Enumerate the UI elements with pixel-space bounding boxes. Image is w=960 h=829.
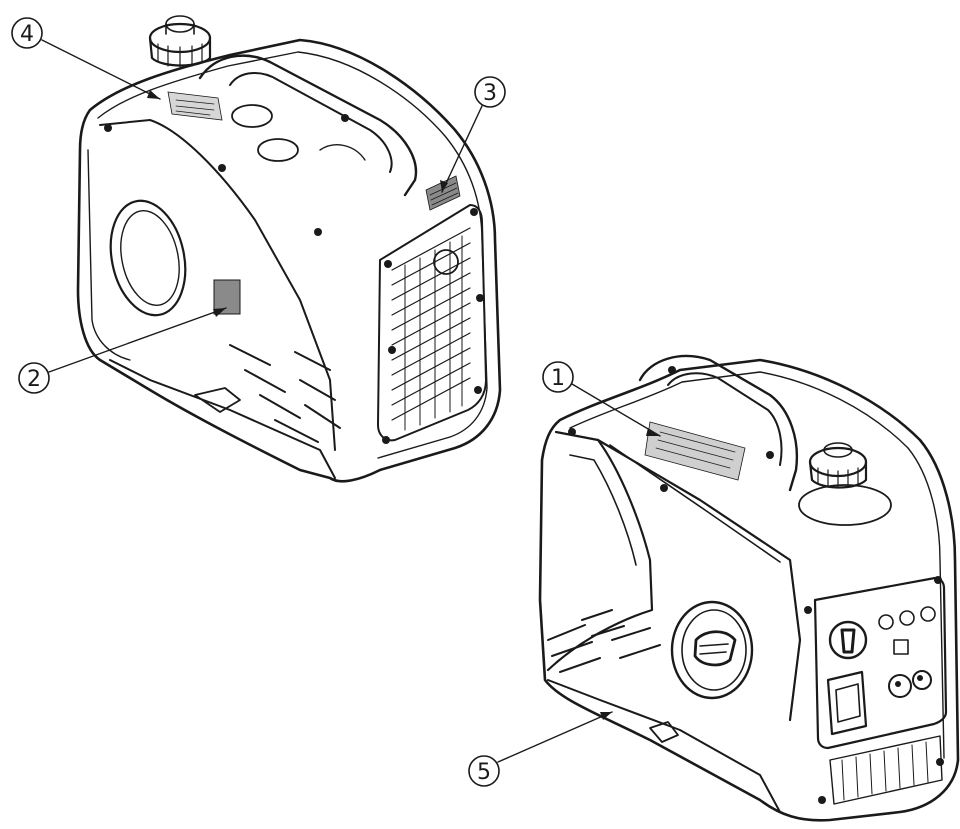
fuel-cap-rear — [148, 15, 212, 68]
vent-grille-rear — [391, 227, 471, 431]
control-panel — [813, 576, 948, 750]
callout-4: 4 — [11, 17, 161, 100]
callout-3-label: 3 — [483, 81, 497, 106]
bottom-vents-front — [547, 609, 661, 673]
generator-rear-view — [76, 15, 502, 483]
vent-grille-front — [829, 735, 943, 805]
callout-1-label: 1 — [551, 366, 565, 391]
callout-3: 3 — [440, 76, 506, 193]
callout-2-label: 2 — [27, 367, 41, 392]
label-patch-1 — [644, 421, 746, 481]
callout-5-label: 5 — [477, 760, 491, 785]
generator-front-view — [538, 354, 960, 822]
recoil-start — [670, 600, 754, 700]
callout-2: 2 — [18, 307, 227, 394]
callout-5: 5 — [468, 711, 613, 787]
fuel-cap-front — [798, 442, 892, 526]
callout-4-label: 4 — [20, 22, 34, 47]
label-patch-2 — [213, 279, 241, 315]
label-patch-3 — [425, 175, 461, 211]
callout-1: 1 — [542, 361, 661, 437]
label-patch-4 — [167, 91, 223, 121]
bottom-vents-rear — [229, 344, 341, 443]
